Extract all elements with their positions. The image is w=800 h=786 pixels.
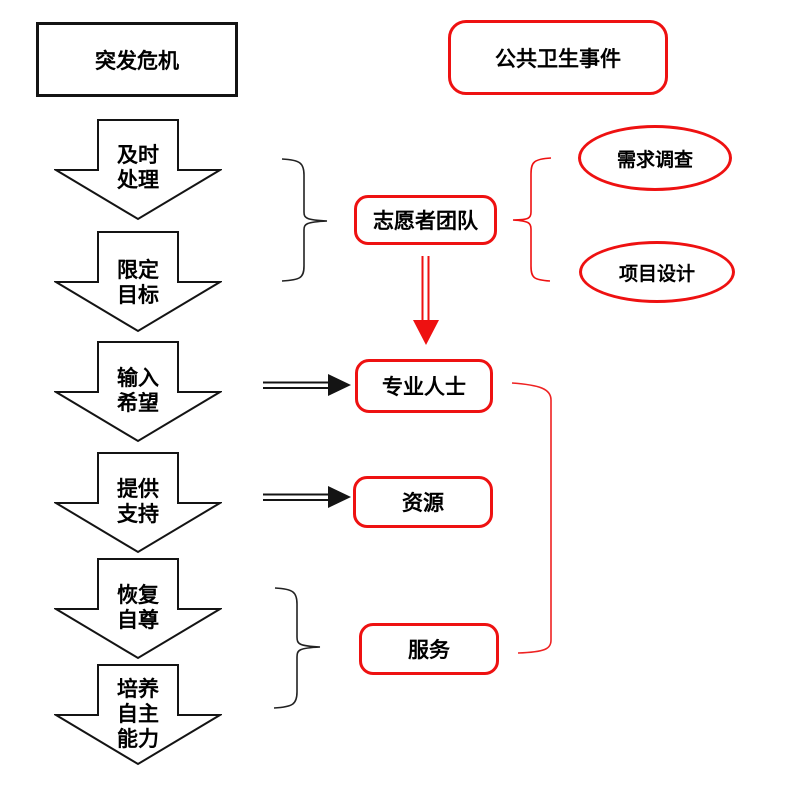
step-label-6: 培养 自主 能力 bbox=[117, 677, 159, 751]
brace-right-black-top bbox=[281, 158, 328, 282]
resources-box: 资源 bbox=[353, 476, 493, 528]
project-design-ellipse: 项目设计 bbox=[579, 241, 735, 303]
down-arrow-shape-2 bbox=[54, 231, 222, 333]
down-arrow-shape-4 bbox=[54, 452, 222, 554]
project-design-label: 项目设计 bbox=[618, 262, 695, 285]
red-down-arrow bbox=[413, 256, 439, 345]
down-arrow-shape-5 bbox=[54, 558, 222, 660]
needs-survey-label: 需求调查 bbox=[616, 148, 693, 171]
step-label-2: 限定 目标 bbox=[117, 258, 159, 307]
step-label-4: 提供 支持 bbox=[117, 477, 159, 526]
brace-right-black-bottom bbox=[273, 587, 321, 709]
volunteer-team-box: 志愿者团队 bbox=[354, 195, 497, 245]
public-health-event-label: 公共卫生事件 bbox=[495, 46, 621, 71]
public-health-event-box: 公共卫生事件 bbox=[448, 20, 668, 95]
crisis-box-label: 突发危机 bbox=[95, 48, 179, 73]
black-right-arrow-2 bbox=[263, 486, 351, 508]
crisis-box: 突发危机 bbox=[36, 22, 238, 97]
red-side-bracket bbox=[511, 382, 552, 654]
down-arrow-shape-1 bbox=[54, 119, 222, 221]
black-right-arrow-1 bbox=[263, 374, 351, 396]
step-label-1: 及时 处理 bbox=[117, 143, 159, 192]
services-label: 服务 bbox=[408, 638, 450, 662]
brace-left-red bbox=[512, 157, 552, 282]
professionals-label: 专业人士 bbox=[382, 375, 466, 399]
volunteer-team-label: 志愿者团队 bbox=[373, 209, 478, 233]
down-arrow-shape-6 bbox=[54, 664, 222, 766]
step-label-3: 输入 希望 bbox=[117, 366, 159, 415]
resources-label: 资源 bbox=[402, 491, 444, 515]
services-box: 服务 bbox=[359, 623, 499, 675]
step-label-5: 恢复 自尊 bbox=[117, 583, 159, 632]
professionals-box: 专业人士 bbox=[355, 359, 493, 413]
down-arrow-shape-3 bbox=[54, 341, 222, 443]
needs-survey-ellipse: 需求调查 bbox=[578, 125, 732, 191]
